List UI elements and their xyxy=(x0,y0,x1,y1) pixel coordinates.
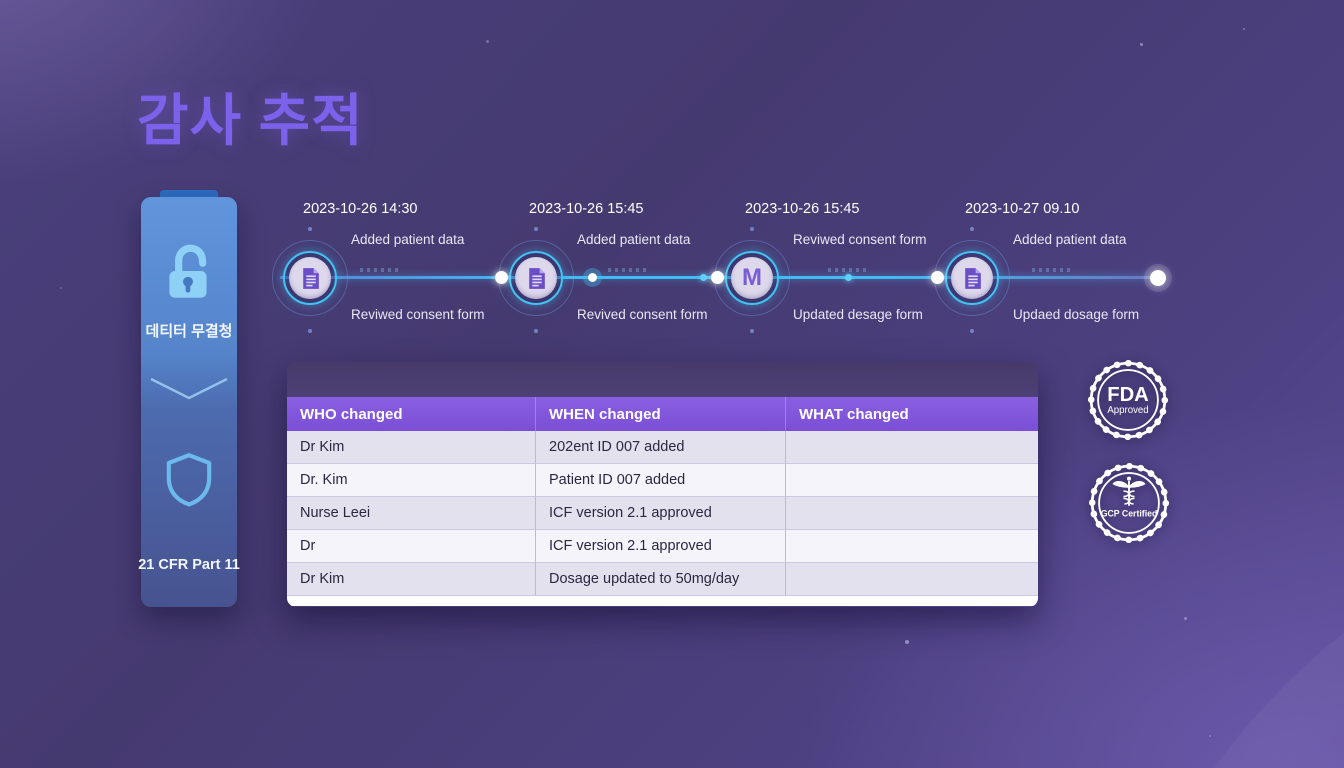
regulation-label: 21 CFR Part 11 xyxy=(138,557,240,573)
table-header-row: WHO changed WHEN changed WHAT changed xyxy=(287,397,1038,431)
open-lock-icon xyxy=(156,239,222,310)
timeline-event-above: Added patient data xyxy=(577,232,691,247)
table-row-partial xyxy=(287,596,1038,606)
chevron-down-icon xyxy=(147,375,231,408)
table-cell: Dr. Kim xyxy=(287,464,536,496)
timeline-node xyxy=(283,251,337,305)
table-cell: 202ent ID 007 added xyxy=(536,431,786,463)
table-cell: Dosage updated to 50mg/day xyxy=(536,563,786,595)
sparkle xyxy=(1243,28,1245,30)
timeline-tick-dot xyxy=(534,227,538,231)
timeline-tick-dot xyxy=(750,227,754,231)
timeline-event-below: Updaed dosage form xyxy=(1013,307,1140,322)
sparkle xyxy=(1184,617,1187,620)
timeline-tick-dot xyxy=(308,329,312,333)
document-icon xyxy=(528,267,545,289)
timeline-tick-dot xyxy=(970,227,974,231)
table-header-what: WHAT changed xyxy=(799,405,909,423)
timeline-event-above: Added patient data xyxy=(1013,232,1127,247)
fda-badge-title: FDA xyxy=(1107,384,1149,406)
data-integrity-label: 데티터 무결청 xyxy=(145,323,233,340)
timeline-node: M xyxy=(725,251,779,305)
timeline-timestamp: 2023-10-26 15:45 xyxy=(529,201,644,217)
timeline-event-below: Revived consent form xyxy=(577,307,708,322)
timeline-event-above: Added patient data xyxy=(351,232,465,247)
timeline-end-dot xyxy=(1150,270,1166,286)
timeline-event-below: Reviwed consent form xyxy=(351,307,485,322)
timeline-event-above: Reviwed consent form xyxy=(793,232,927,247)
sparkle xyxy=(60,287,62,289)
timeline-small-dot xyxy=(845,274,852,281)
table-header-when: WHEN changed xyxy=(536,397,786,431)
fda-approved-badge: FDA Approved xyxy=(1082,354,1174,446)
timeline-tick-dot xyxy=(534,329,538,333)
sparkle xyxy=(905,640,909,644)
table-cell xyxy=(786,563,1038,595)
data-integrity-card: 데티터 무결청 21 CFR Part 11 xyxy=(138,197,240,607)
table-top-bar xyxy=(287,362,1038,397)
table-header-who: WHO changed xyxy=(287,397,536,431)
timeline-timestamp: 2023-10-26 14:30 xyxy=(303,201,418,217)
page-title: 감사 추적 xyxy=(137,89,364,152)
sparkle xyxy=(486,40,489,43)
table-cell xyxy=(786,464,1038,496)
table-cell: Dr Kim xyxy=(287,431,536,463)
table-cell xyxy=(786,530,1038,562)
timeline-small-dot xyxy=(700,274,707,281)
timeline-dash-decor xyxy=(1032,268,1074,272)
timeline-event-below: Updated desage form xyxy=(793,307,923,322)
timeline-connector-dot xyxy=(711,271,724,284)
gcp-badge-label: GCP Certified xyxy=(1101,508,1158,518)
timeline-connector-dot xyxy=(931,271,944,284)
timeline-timestamp: 2023-10-27 09.10 xyxy=(965,201,1080,217)
timeline-dash-decor xyxy=(360,268,402,272)
timeline-connector-dot xyxy=(495,271,508,284)
table-cell xyxy=(786,497,1038,529)
timeline-milestone-dot xyxy=(583,268,602,287)
table-cell: Dr Kim xyxy=(287,563,536,595)
shield-icon xyxy=(160,450,218,513)
caduceus-icon xyxy=(1112,476,1146,506)
table-cell: ICF version 2.1 approved xyxy=(536,497,786,529)
sparkle xyxy=(1140,43,1143,46)
timeline-node xyxy=(945,251,999,305)
table-cell: Patient ID 007 added xyxy=(536,464,786,496)
document-icon xyxy=(964,267,981,289)
sparkle xyxy=(1209,735,1211,737)
timeline-dash-decor xyxy=(608,268,650,272)
timeline-tick-dot xyxy=(970,329,974,333)
timeline-node-halo xyxy=(272,240,348,316)
timeline-tick-dot xyxy=(750,329,754,333)
timeline-timestamp: 2023-10-26 15:45 xyxy=(745,201,860,217)
table-cell: Dr xyxy=(287,530,536,562)
table-cell: ICF version 2.1 approved xyxy=(536,530,786,562)
audit-table: WHO changed WHEN changed WHAT changed Dr… xyxy=(287,362,1038,607)
table-cell: Nurse Leei xyxy=(287,497,536,529)
timeline-tick-dot xyxy=(308,227,312,231)
letter-m-icon: M xyxy=(742,264,762,291)
gcp-certified-badge: GCP Certified xyxy=(1083,457,1175,549)
table-cell xyxy=(786,431,1038,463)
document-icon xyxy=(302,267,319,289)
fda-badge-subtitle: Approved xyxy=(1107,405,1148,416)
timeline-node xyxy=(509,251,563,305)
timeline-dash-decor xyxy=(828,268,870,272)
